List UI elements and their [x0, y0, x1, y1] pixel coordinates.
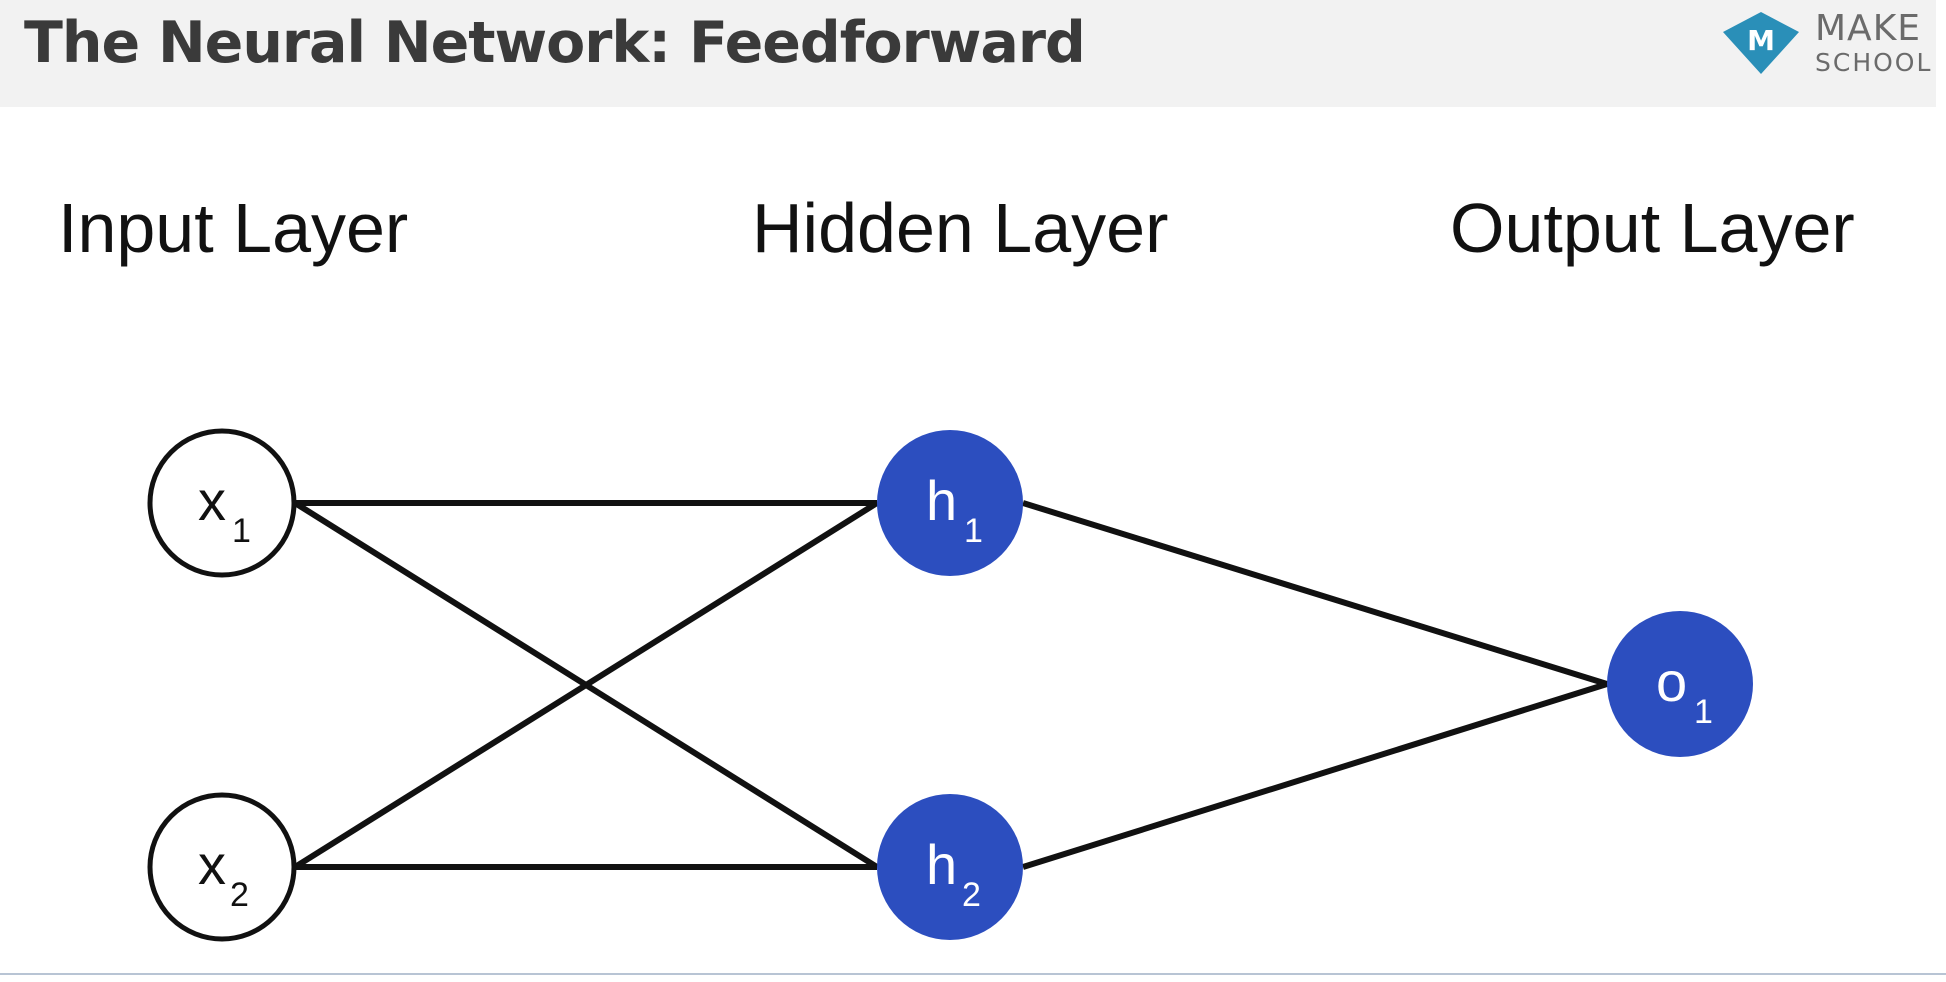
edge-h1-o1: [1022, 500, 1608, 687]
logo-text-school: SCHOOL: [1815, 48, 1933, 77]
node-o1: o 1: [1607, 611, 1753, 757]
logo-text-make: MAKE: [1815, 8, 1922, 49]
node-x2: x 2: [147, 792, 297, 942]
node-h1-label: h: [926, 469, 957, 532]
node-h1-subscript: 1: [964, 512, 983, 550]
node-o1-subscript: 1: [1694, 693, 1713, 731]
node-x1-label: x: [198, 469, 226, 532]
node-x1-subscript: 1: [232, 512, 251, 550]
edge-h2-o1: [1022, 681, 1608, 870]
node-x2-subscript: 2: [230, 876, 249, 914]
edge-x2-h1: [293, 500, 879, 870]
node-o1-label: o: [1656, 650, 1687, 713]
slide-header: The Neural Network: Feedforward M MAKE S…: [0, 0, 1936, 107]
bottom-divider: [0, 973, 1946, 975]
node-h1: h 1: [877, 430, 1023, 576]
output-layer-label: Output Layer: [1450, 189, 1855, 267]
node-x1: x 1: [147, 428, 297, 578]
hidden-layer-label: Hidden Layer: [752, 189, 1169, 267]
node-h2: h 2: [877, 794, 1023, 940]
logo-mark-letter: M: [1747, 24, 1775, 57]
node-h2-subscript: 2: [962, 876, 981, 914]
make-school-logo: M MAKE SCHOOL: [1716, 8, 1938, 88]
logo-mark-icon: M: [1723, 12, 1799, 74]
node-h2-label: h: [926, 833, 957, 896]
node-x2-label: x: [198, 833, 226, 896]
input-layer-label: Input Layer: [58, 189, 409, 267]
slide-title: The Neural Network: Feedforward: [24, 10, 1086, 76]
